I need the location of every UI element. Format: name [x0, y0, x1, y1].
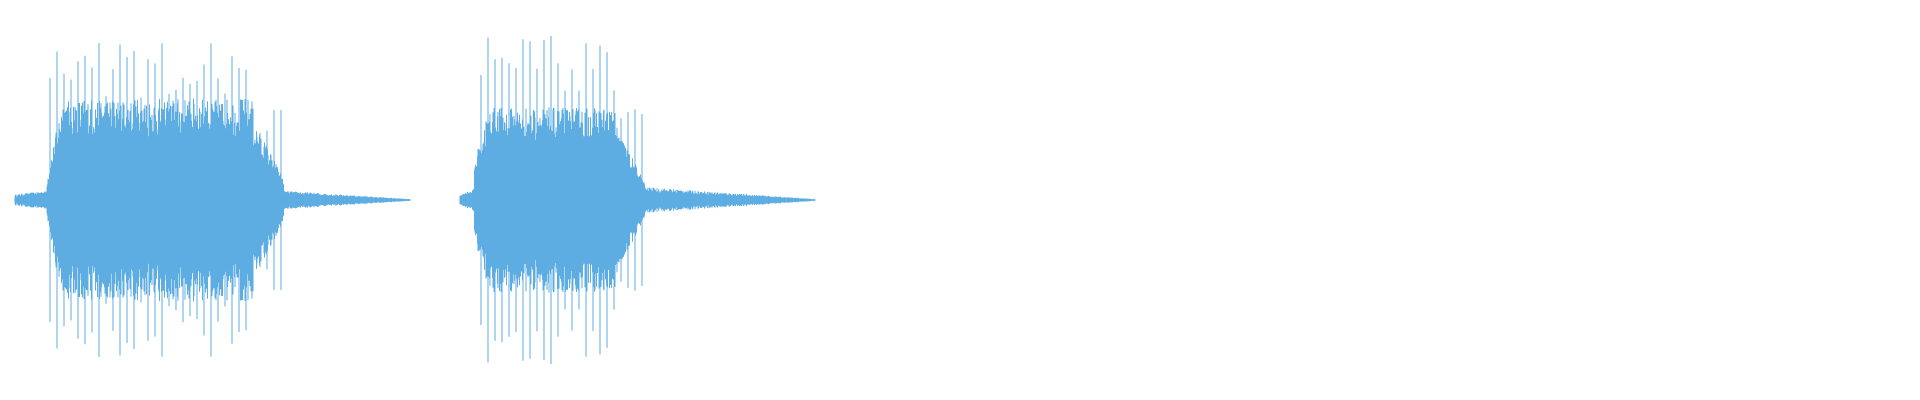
- waveform-clip-1: [14, 43, 411, 357]
- waveform-clip-2: [459, 36, 816, 364]
